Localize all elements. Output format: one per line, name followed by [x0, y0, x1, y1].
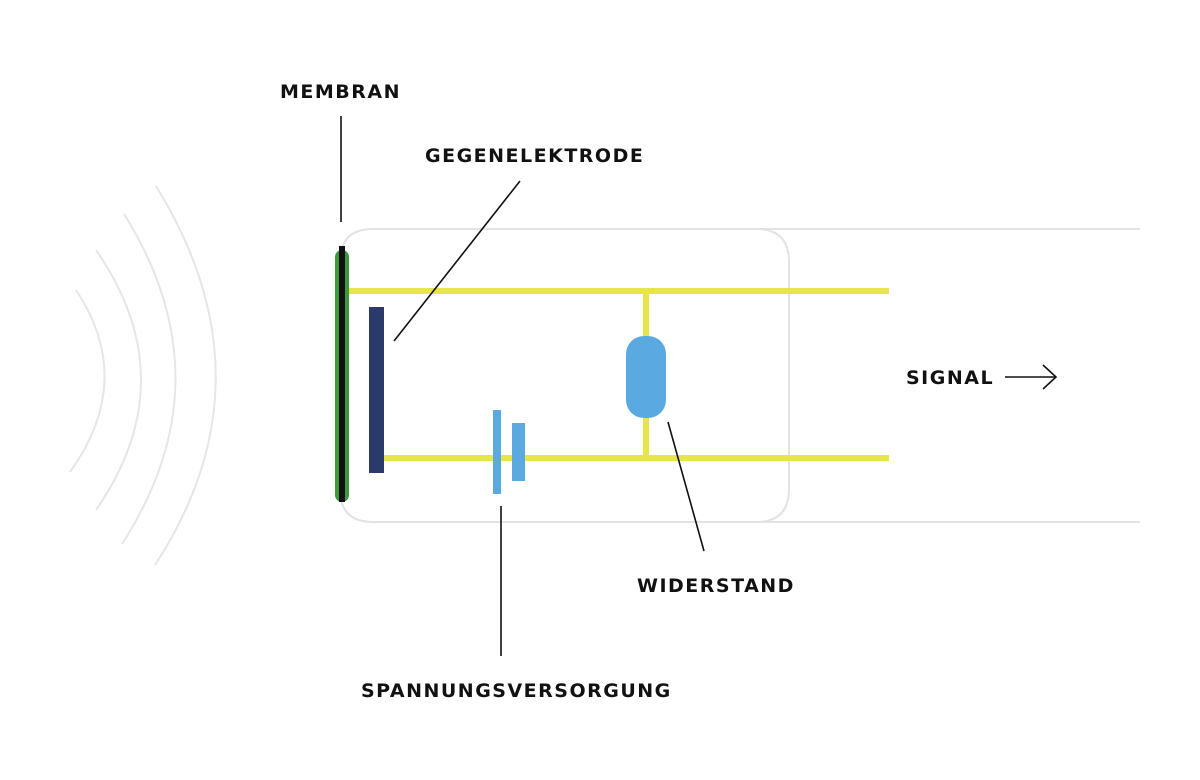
sound-wave [154, 185, 217, 566]
sound-wave [69, 289, 106, 473]
counter-electrode [369, 307, 384, 473]
sound-wave [95, 249, 142, 511]
leader-resistor [667, 421, 705, 552]
housing-capsule [339, 228, 790, 523]
label-power-supply: SPANNUNGSVERSORGUNG [361, 680, 672, 702]
membrane [335, 246, 349, 502]
label-signal: SIGNAL [906, 367, 994, 389]
power-supply-battery [493, 410, 525, 494]
label-membrane: MEMBRAN [280, 81, 401, 103]
label-resistor: WIDERSTAND [637, 575, 795, 597]
label-counter-electrode: GEGENELEKTRODE [425, 145, 644, 167]
battery-short-plate [512, 423, 525, 481]
arrow-head [1042, 364, 1058, 390]
resistor [626, 336, 666, 418]
microphone-housing [339, 228, 1140, 523]
right-arrow-icon [1005, 364, 1058, 390]
leader-counter-electrode [393, 180, 521, 342]
battery-long-plate [493, 410, 501, 494]
sound-waves-icon [69, 185, 217, 566]
circuit-wires [346, 288, 889, 461]
membrane-core [339, 246, 345, 502]
sound-wave [121, 213, 177, 545]
leader-lines [340, 116, 705, 656]
